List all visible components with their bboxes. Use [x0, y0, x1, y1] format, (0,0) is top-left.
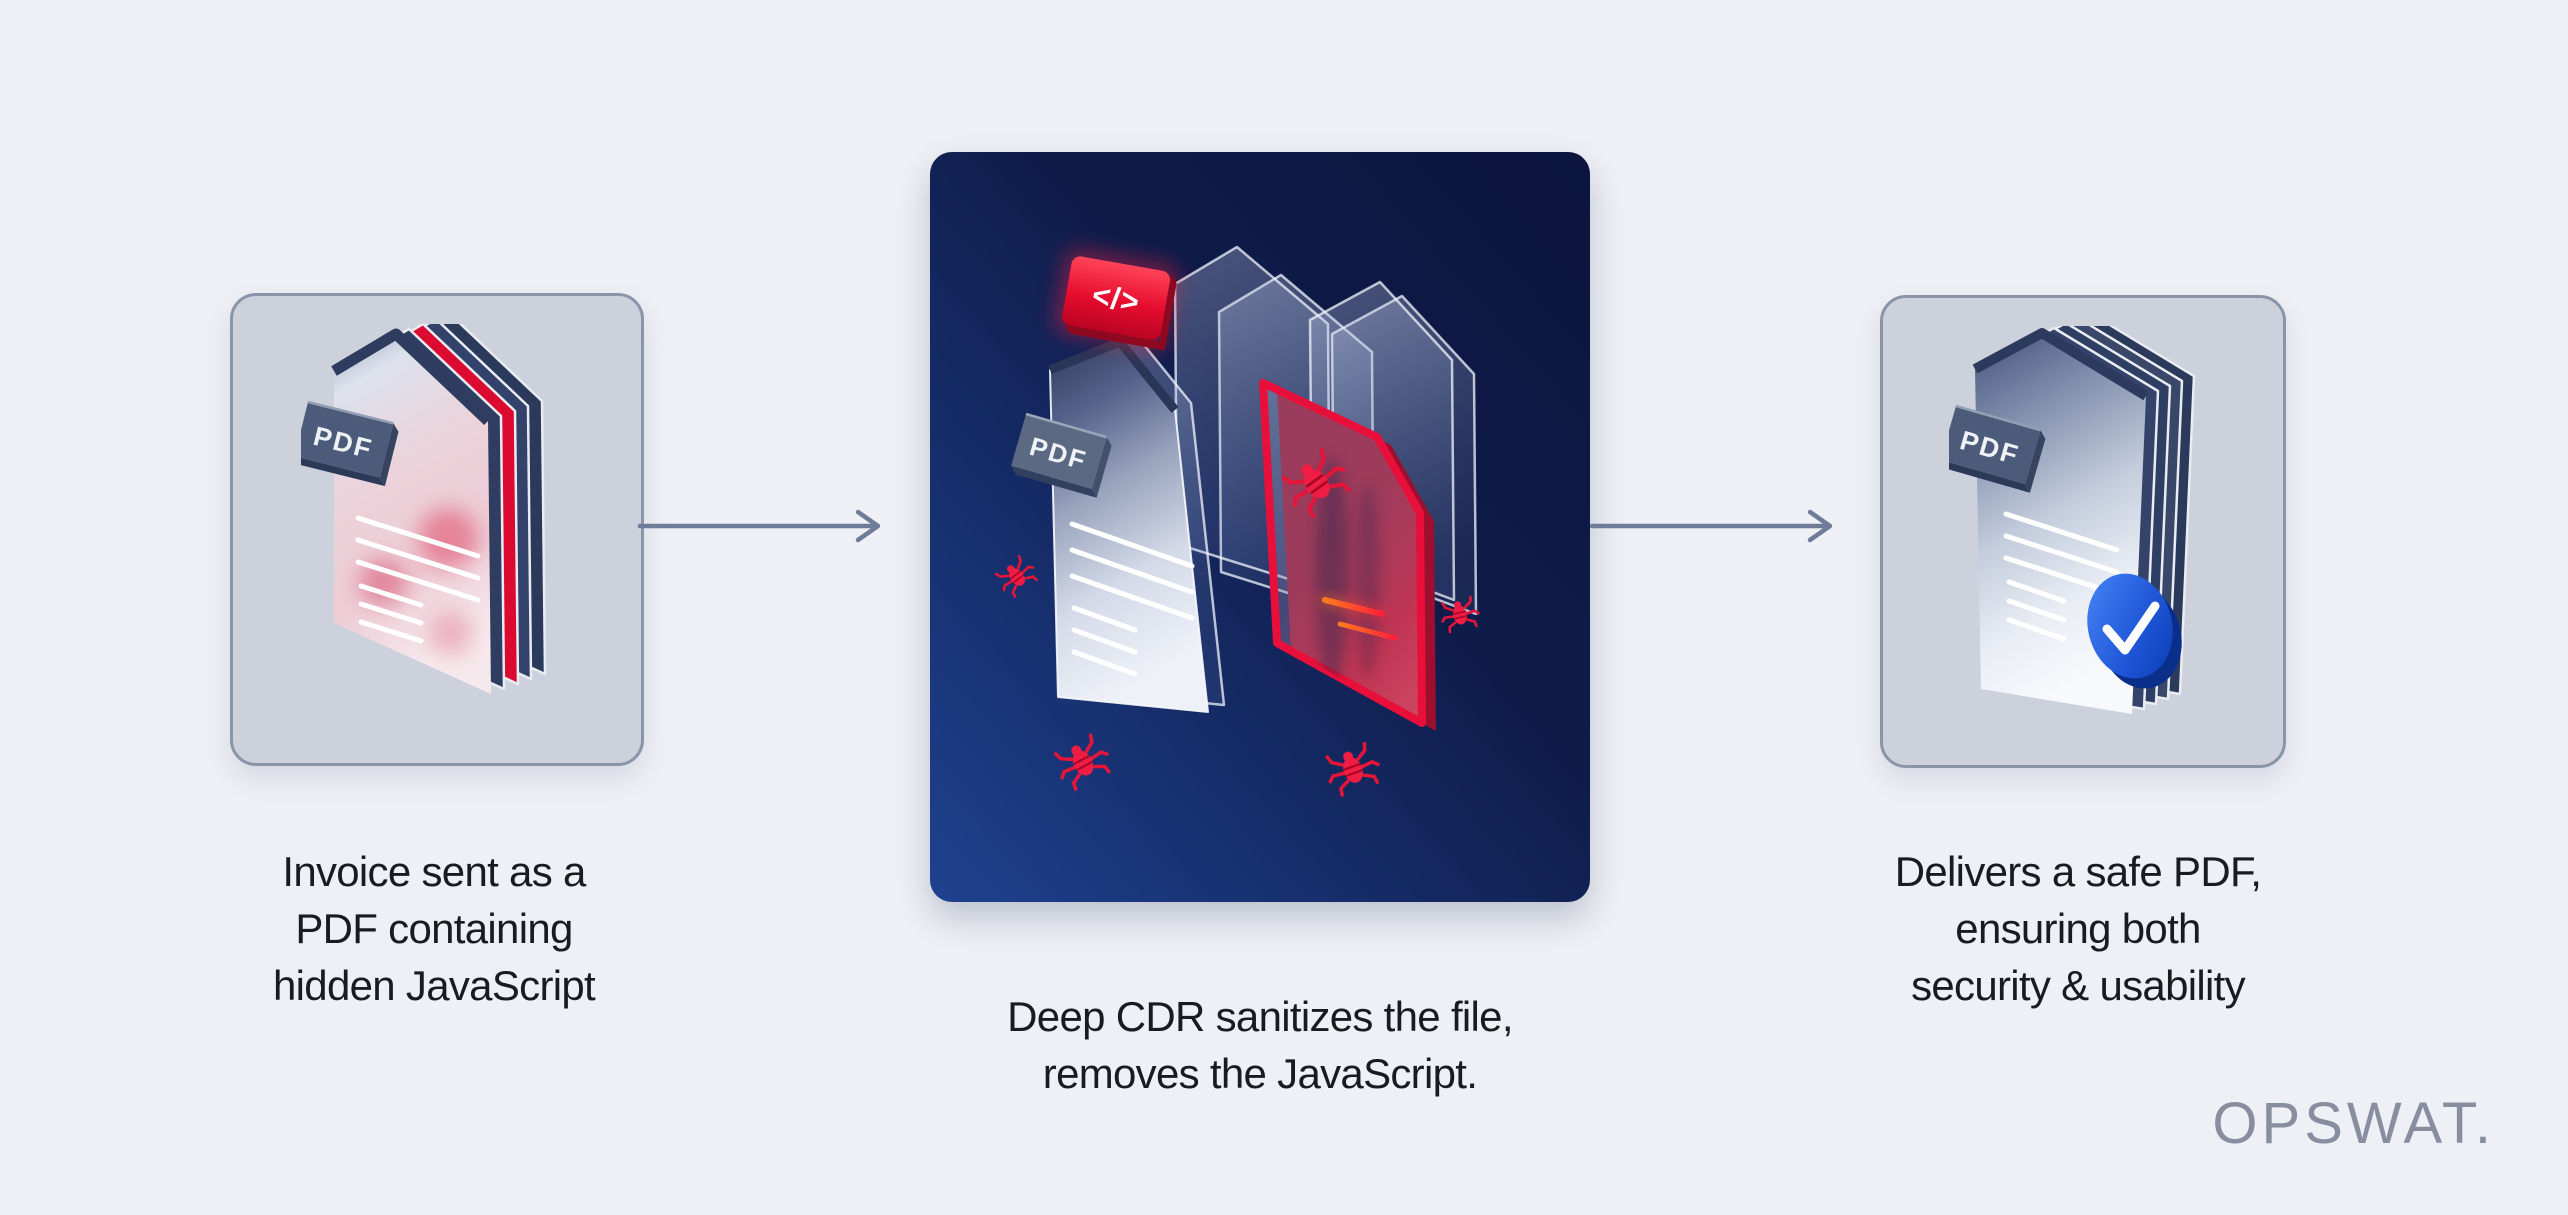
caption-line: hidden JavaScript: [273, 962, 596, 1009]
caption-source-pdf: Invoice sent as a PDF containing hidden …: [164, 843, 704, 1014]
caption-deep-cdr: Deep CDR sanitizes the file, removes the…: [940, 988, 1580, 1102]
malware-bug-icon: [1049, 730, 1117, 795]
deep-cdr-illustration: PDF </>: [988, 245, 1490, 806]
pdf-label-tag: PDF: [1949, 404, 2046, 493]
pdf-label-tag: PDF: [301, 400, 399, 487]
verified-check-badge: [2087, 573, 2182, 689]
code-icon: </>: [1089, 277, 1142, 320]
malware-bug-icon: [1315, 733, 1391, 806]
caption-line: security & usability: [1911, 962, 2245, 1009]
threat-slash-marks: [1320, 595, 1398, 641]
caption-safe-pdf: Delivers a safe PDF, ensuring both secur…: [1808, 843, 2348, 1014]
opswat-logo: OPSWAT.: [2212, 1091, 2495, 1156]
panel-safe-pdf: PDF: [1880, 295, 2286, 768]
arrow-middle-to-right: [1589, 509, 1833, 543]
panel-deep-cdr: PDF </>: [930, 152, 1590, 902]
panel-source-pdf: PDF: [230, 293, 644, 766]
malicious-document: [1259, 379, 1436, 731]
safe-pdf-stack-illustration: PDF: [1949, 326, 2196, 714]
sanitized-document: PDF: [1011, 337, 1209, 713]
arrow-left-to-middle: [637, 509, 881, 543]
document-text-lines: [355, 515, 481, 644]
caption-line: Delivers a safe PDF,: [1894, 848, 2262, 895]
caption-line: Invoice sent as a: [282, 848, 586, 895]
caption-line: removes the JavaScript.: [1042, 1050, 1478, 1097]
infected-pdf-stack-illustration: PDF: [301, 324, 547, 694]
caption-line: PDF containing: [295, 905, 573, 952]
arrowhead-icon: [1807, 509, 1833, 543]
malware-bug-icon: [988, 550, 1045, 604]
pdf-label-tag: PDF: [1011, 412, 1112, 498]
checkmark-icon: [2102, 601, 2160, 655]
document-text-lines: [1069, 521, 1195, 677]
code-chip: </>: [1053, 247, 1179, 351]
document-text-lines: [2003, 511, 2120, 642]
caption-line: ensuring both: [1955, 905, 2201, 952]
caption-line: Deep CDR sanitizes the file,: [1007, 993, 1513, 1040]
arrowhead-icon: [855, 509, 881, 543]
